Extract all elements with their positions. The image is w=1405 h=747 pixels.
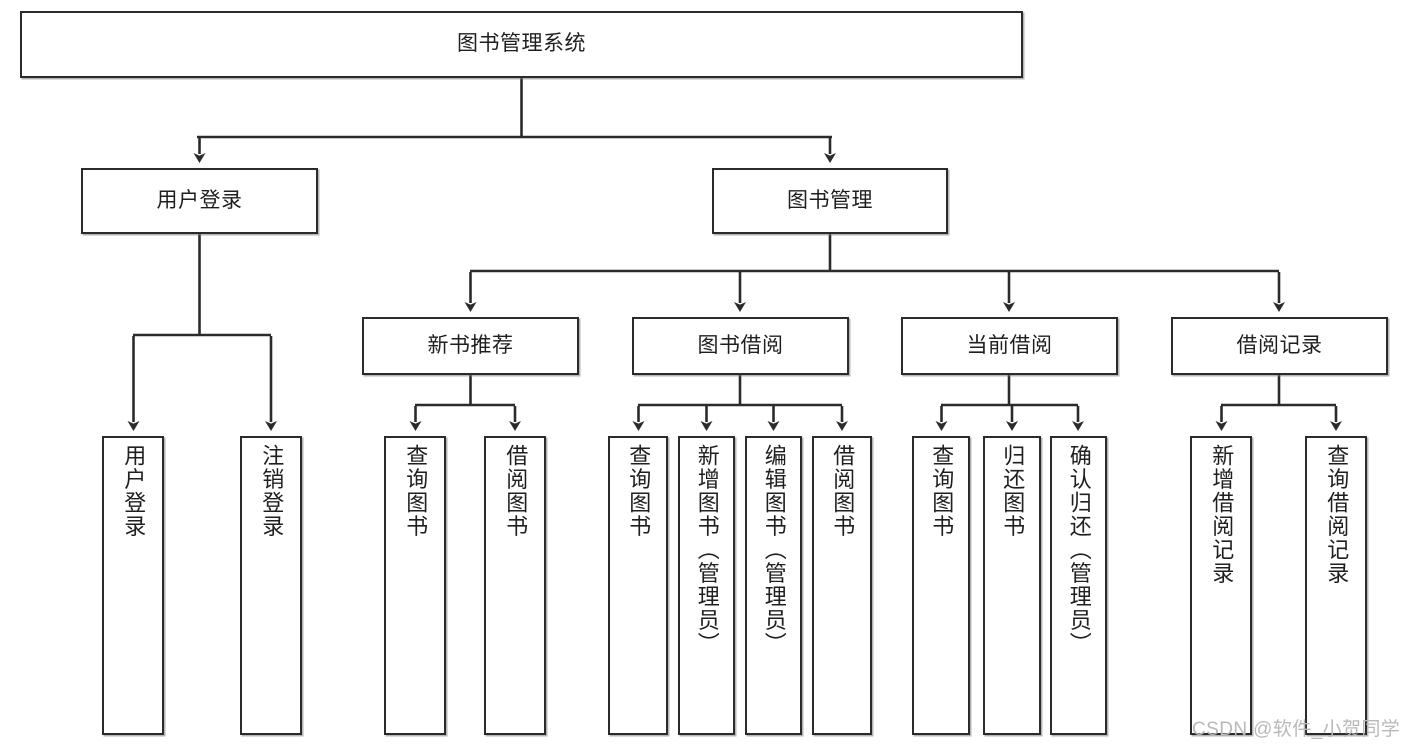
node-label: 新增借阅记录 (1209, 444, 1235, 585)
node-label: 用户登录 (156, 188, 243, 212)
node-leaf-user-login[interactable]: 用户登录 (102, 436, 164, 735)
node-label: 借阅图书 (503, 444, 529, 538)
node-leaf-query-borrow-record[interactable]: 查询借阅记录 (1305, 436, 1367, 735)
node-label: 编辑图书（管理员） (761, 444, 787, 656)
node-label: 新增图书（管理员） (694, 444, 720, 656)
node-leaf-query-book-borrow[interactable]: 查询图书 (608, 436, 668, 735)
node-label: 归还图书 (1000, 444, 1026, 538)
node-label: 查询图书 (929, 444, 955, 538)
node-leaf-query-book-current[interactable]: 查询图书 (912, 436, 970, 735)
node-label: 用户登录 (121, 444, 147, 538)
node-leaf-borrow-book[interactable]: 借阅图书 (812, 436, 872, 735)
node-level2-user-login[interactable]: 用户登录 (81, 168, 318, 234)
node-leaf-add-book-admin[interactable]: 新增图书（管理员） (678, 436, 735, 735)
node-level3-new-book-recommend[interactable]: 新书推荐 (362, 317, 579, 375)
node-leaf-confirm-return-admin[interactable]: 确认归还（管理员） (1050, 436, 1107, 735)
csdn-watermark: CSDN @软件_小贺同学 (1192, 719, 1401, 740)
node-leaf-logout[interactable]: 注销登录 (240, 436, 302, 735)
node-leaf-edit-book-admin[interactable]: 编辑图书（管理员） (745, 436, 802, 735)
node-label: 借阅图书 (830, 444, 856, 538)
node-leaf-query-book-recommend[interactable]: 查询图书 (384, 436, 446, 735)
node-label: 查询借阅记录 (1324, 444, 1350, 585)
node-label: 新书推荐 (427, 333, 514, 357)
node-label: 图书管理系统 (457, 32, 586, 56)
node-label: 图书管理 (787, 188, 873, 212)
node-label: 确认归还（管理员） (1066, 444, 1092, 656)
node-label: 查询图书 (626, 444, 652, 538)
node-level3-current-borrow[interactable]: 当前借阅 (901, 317, 1118, 375)
node-label: 图书借阅 (697, 333, 784, 357)
node-root[interactable]: 图书管理系统 (20, 11, 1023, 78)
node-leaf-borrow-book-recommend[interactable]: 借阅图书 (484, 436, 546, 735)
node-label: 借阅记录 (1236, 333, 1323, 357)
node-level3-borrow-record[interactable]: 借阅记录 (1171, 317, 1388, 375)
node-label: 查询图书 (403, 444, 429, 538)
node-label: 当前借阅 (966, 333, 1053, 357)
node-label: 注销登录 (259, 444, 285, 538)
node-level3-book-borrow[interactable]: 图书借阅 (632, 317, 849, 375)
node-level2-book-management[interactable]: 图书管理 (712, 168, 948, 234)
node-leaf-add-borrow-record[interactable]: 新增借阅记录 (1190, 436, 1252, 735)
node-leaf-return-book[interactable]: 归还图书 (983, 436, 1041, 735)
